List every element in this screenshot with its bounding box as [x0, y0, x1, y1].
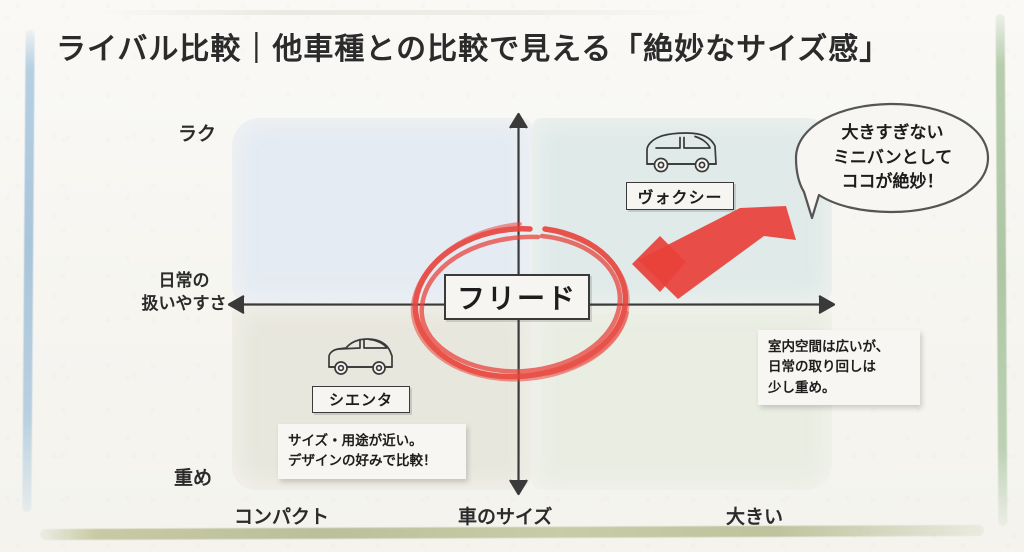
page-title: ライバル比較｜他車種との比較で見える「絶妙なサイズ感」: [56, 33, 891, 66]
note-sienta-line2: デザインの好みで比較！: [288, 453, 437, 469]
speech-bubble-shape: [794, 102, 990, 220]
y-axis-title-line1: 日常の: [158, 271, 210, 290]
note-sienta: サイズ・用途が近い。 デザインの好みで比較！: [278, 424, 466, 479]
speech-bubble-line2: ミニバンとして: [832, 147, 953, 167]
y-axis-title: 日常の 扱いやすさ: [134, 270, 234, 316]
x-axis-title: 車のサイズ: [458, 507, 553, 528]
y-axis-bottom-label: 重め: [174, 468, 213, 489]
note-voxy-line1: 室内空間は広いが、: [768, 339, 890, 354]
note-voxy-line3: 少し重め。: [768, 379, 836, 395]
speech-bubble: 大きすぎない ミニバンとして ココが絶妙！: [790, 100, 995, 230]
speech-bubble-text: 大きすぎない ミニバンとして ココが絶妙！: [790, 100, 995, 216]
note-voxy-line2: 日常の取り回しは: [768, 359, 876, 375]
compact-car-icon: [328, 338, 393, 375]
node-label-sienta[interactable]: シエンタ: [312, 386, 410, 413]
y-axis-title-line2: 扱いやすさ: [141, 293, 227, 313]
note-sienta-line1: サイズ・用途が近い。: [288, 433, 423, 448]
x-axis-right-label: 大きい: [726, 507, 784, 528]
brush-stroke-top: [96, 10, 716, 15]
x-axis-left-label: コンパクト: [234, 507, 330, 528]
note-voxy: 室内空間は広いが、 日常の取り回しは 少し重め。: [758, 330, 920, 405]
y-axis-top-label: ラク: [178, 124, 217, 145]
speech-bubble-line1: 大きすぎない: [841, 123, 944, 143]
speech-bubble-line3: ココが絶妙！: [841, 172, 944, 192]
node-label-freed[interactable]: フリード: [444, 274, 590, 320]
minivan-icon: [646, 132, 717, 173]
node-label-voxy[interactable]: ヴォクシー: [626, 182, 734, 210]
